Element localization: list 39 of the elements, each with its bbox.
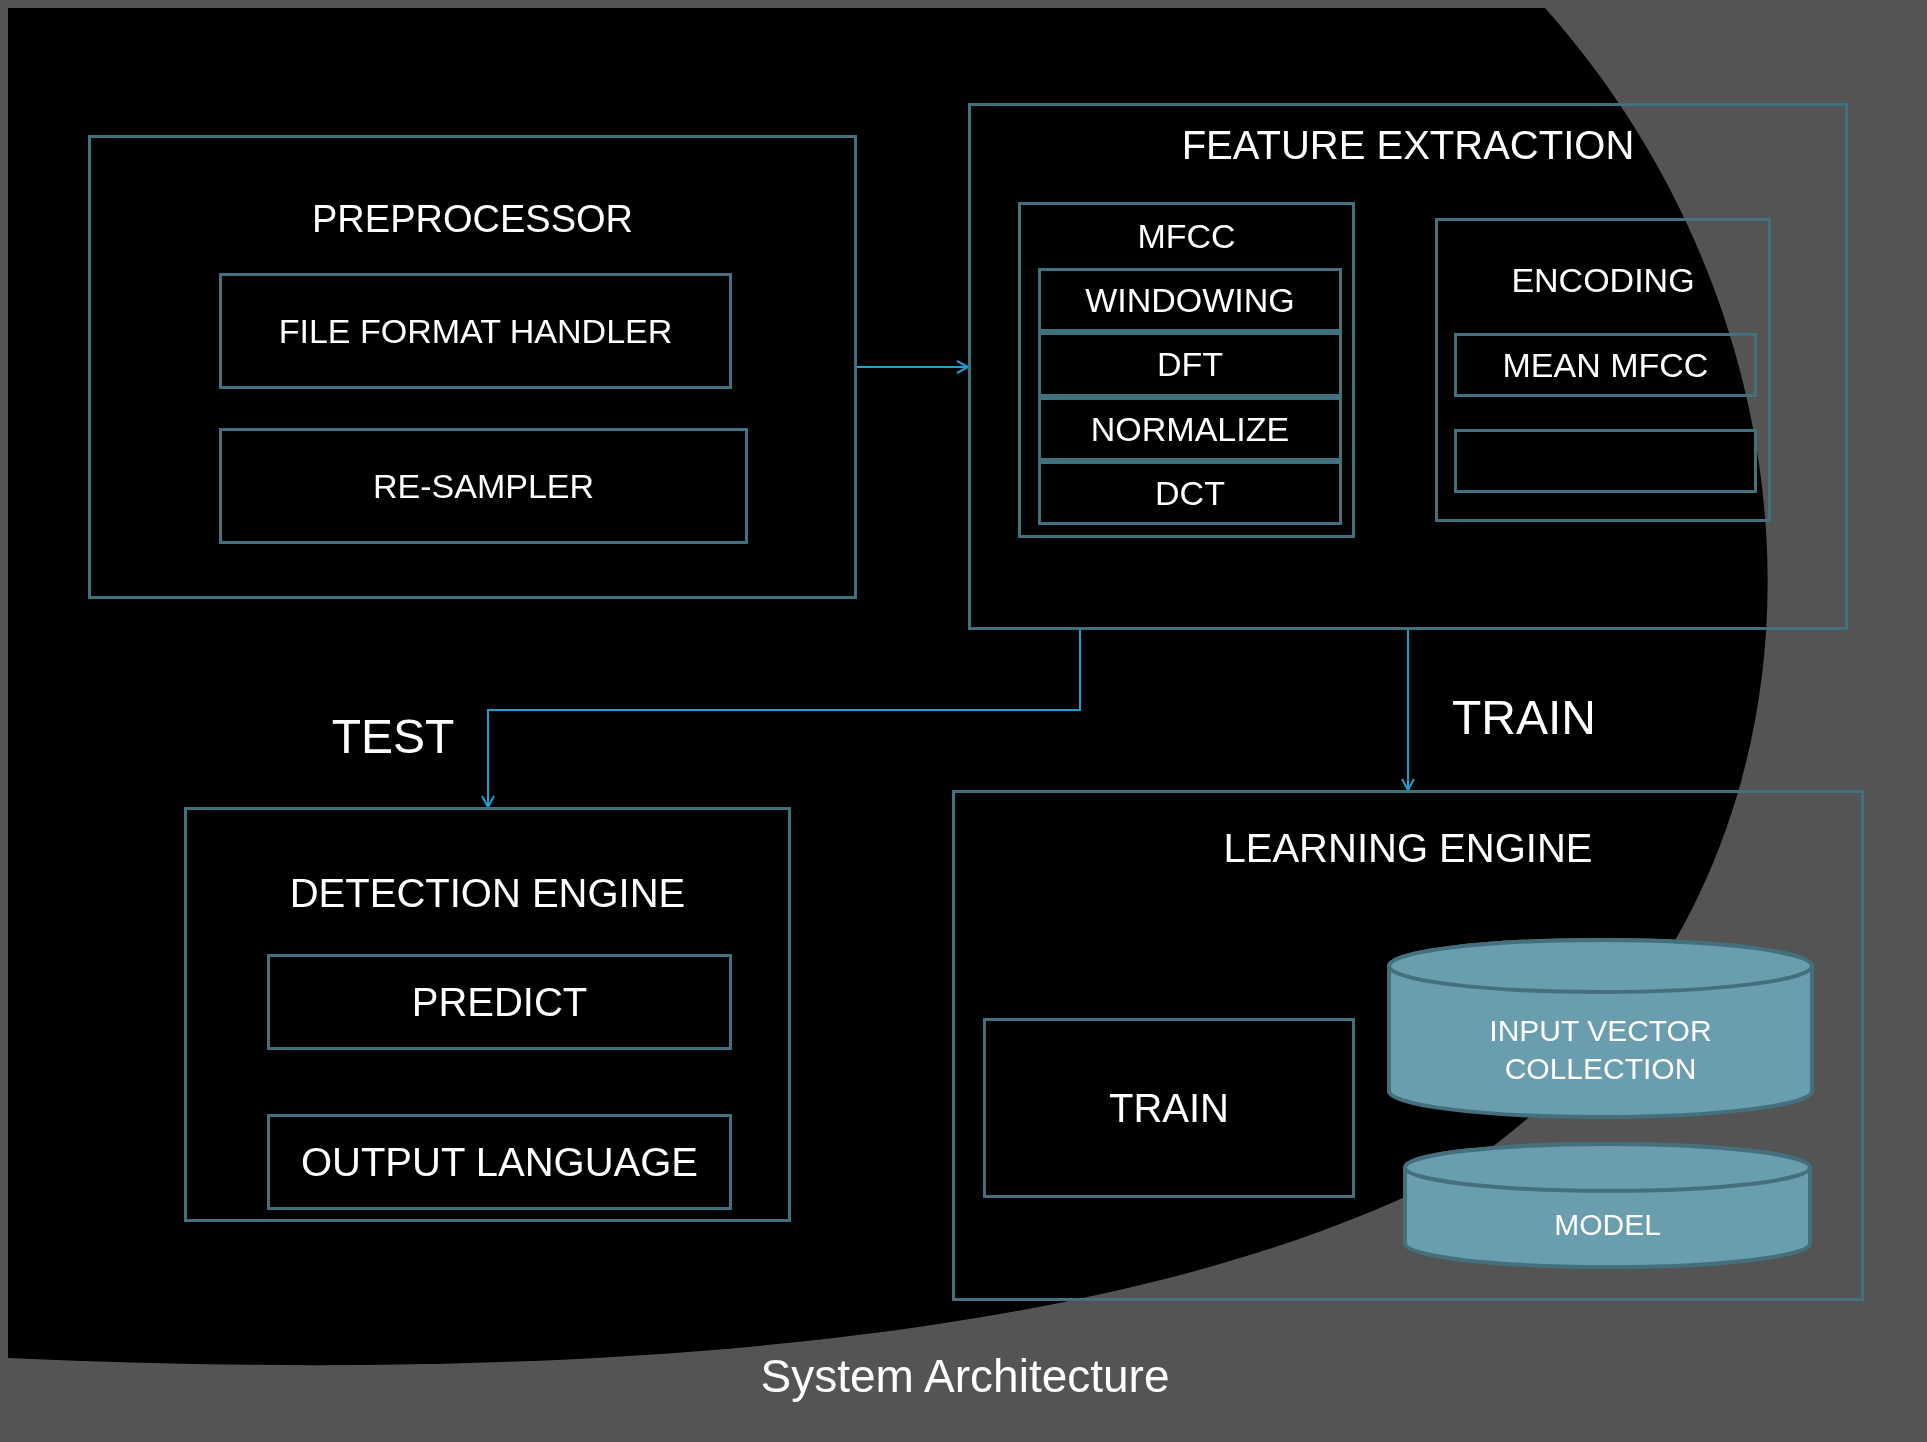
process-box	[1038, 461, 1342, 525]
process-label: PREDICT	[411, 979, 588, 1026]
process-label: FILE FORMAT HANDLER	[278, 310, 673, 352]
process-box	[983, 1018, 1355, 1198]
module-box	[968, 103, 1848, 630]
process-label: RE-SAMPLER	[372, 465, 595, 507]
process-box	[219, 428, 748, 544]
arrow	[1401, 629, 1415, 791]
module-title: FEATURE EXTRACTION	[1181, 122, 1635, 169]
module-box	[952, 790, 1864, 1301]
process-label: MEAN MFCC	[1502, 344, 1709, 386]
process-box	[1038, 332, 1342, 397]
arrow	[481, 629, 1081, 808]
process-label: DFT	[1156, 344, 1224, 386]
module-box	[184, 807, 791, 1222]
process-box	[219, 273, 732, 389]
process-box	[1038, 397, 1342, 461]
caption: System Architecture	[760, 1349, 1170, 1404]
module-title: LEARNING ENGINE	[1223, 825, 1593, 872]
process-label: WINDOWING	[1085, 279, 1295, 321]
process-label: NORMALIZE	[1090, 408, 1290, 450]
module-title: MFCC	[1137, 216, 1236, 257]
cylinder-label: MODEL	[1553, 1206, 1662, 1243]
cylinder-label: INPUT VECTOR COLLECTION	[1488, 1013, 1713, 1087]
module-box	[1018, 202, 1355, 538]
process-box	[1454, 333, 1757, 397]
arrow	[856, 360, 969, 374]
module-title: ENCODING	[1511, 260, 1695, 301]
module-box	[1435, 218, 1771, 522]
module-title: PREPROCESSOR	[312, 197, 633, 242]
module-box	[88, 135, 857, 599]
process-box	[1038, 268, 1342, 332]
process-label: OUTPUT LANGUAGE	[300, 1139, 699, 1186]
process-box	[267, 954, 732, 1050]
process-label: DCT	[1155, 472, 1225, 514]
module-title: DETECTION ENGINE	[289, 870, 686, 917]
process-box	[267, 1114, 732, 1210]
empty-box	[1454, 429, 1757, 493]
process-label: TRAIN	[1109, 1085, 1229, 1132]
